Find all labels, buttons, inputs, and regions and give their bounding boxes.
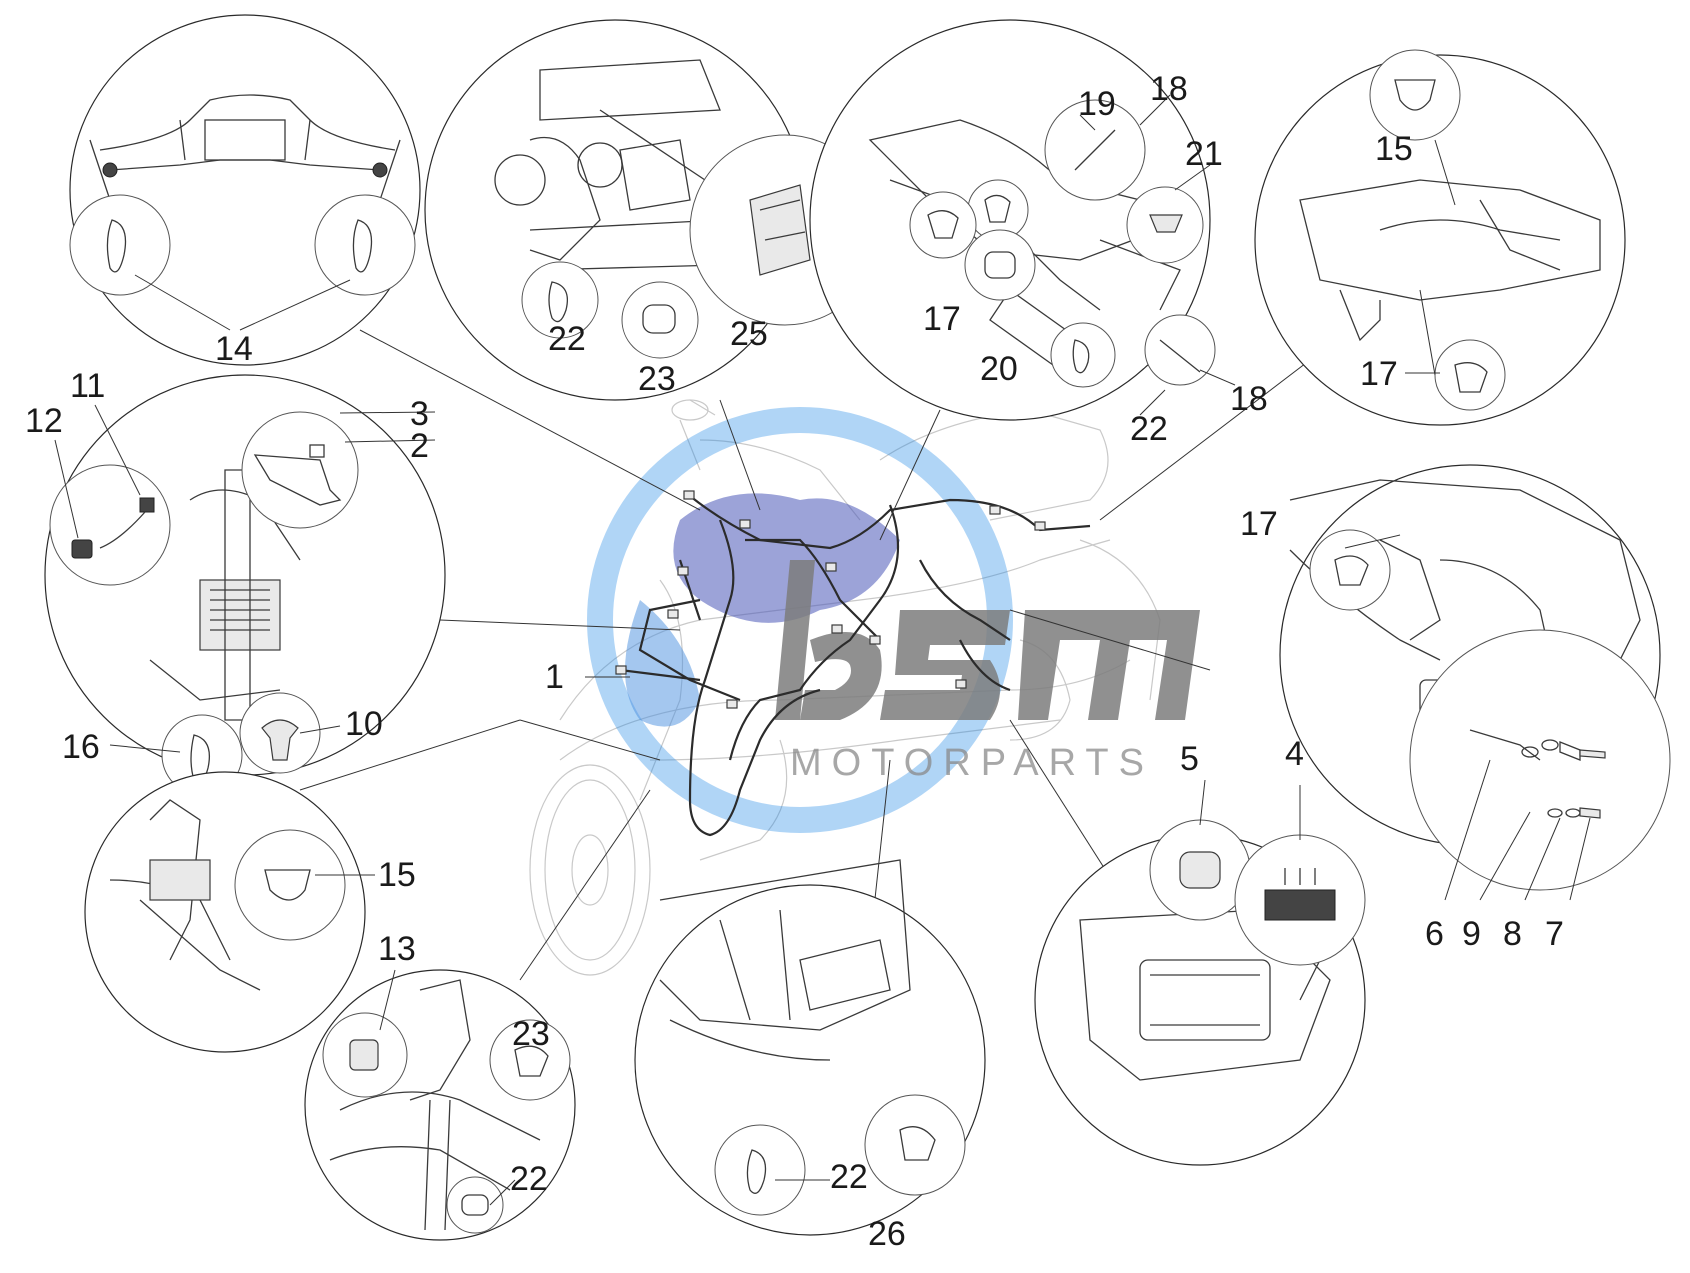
detail-circle-under-seat: 22 26 — [634, 859, 986, 1253]
scooter-outline — [529, 399, 1161, 976]
detail-circle-steering-column: 13 23 22 — [304, 930, 576, 1241]
detail-circle-fuse-box: 5 4 — [1034, 735, 1366, 1166]
callout-18-top: 18 — [1150, 70, 1188, 108]
callout-14: 14 — [215, 330, 253, 368]
callout-22-steering: 22 — [1130, 410, 1168, 448]
callout-24: 23 — [512, 1015, 550, 1053]
callout-6: 6 — [1425, 915, 1444, 953]
detail-circle-regulator: 3 2 11 12 10 16 1 — [25, 367, 630, 796]
callout-15-front: 15 — [378, 856, 416, 894]
callout-7: 7 — [1545, 915, 1564, 953]
callout-17-steering: 17 — [923, 300, 961, 338]
callout-23-front: 23 — [638, 360, 676, 398]
callout-19: 19 — [1078, 85, 1116, 123]
callout-2: 2 — [410, 427, 429, 465]
callout-17-rear-mount: 17 — [1240, 505, 1278, 543]
callout-18-bottom: 18 — [1230, 380, 1268, 418]
callout-8: 8 — [1503, 915, 1522, 953]
callout-5: 5 — [1180, 740, 1199, 778]
callout-25: 25 — [730, 315, 768, 353]
callout-13: 13 — [378, 930, 416, 968]
callout-10: 10 — [345, 705, 383, 743]
callout-11: 11 — [70, 367, 105, 405]
callout-26: 26 — [868, 1215, 906, 1253]
detail-circle-rear-upper: 15 17 — [1254, 49, 1626, 426]
callout-22-seat: 22 — [830, 1158, 868, 1196]
watermark-logo: MOTORPARTS — [587, 407, 1200, 833]
callout-16: 16 — [62, 728, 100, 766]
callout-1: 1 — [545, 658, 564, 696]
connector-lines — [299, 329, 1311, 981]
detail-circle-front-lower: 15 — [84, 771, 416, 1053]
callout-4: 4 — [1285, 735, 1304, 773]
watermark-subtitle: MOTORPARTS — [790, 742, 1154, 784]
detail-circle-steering-area: 19 18 21 17 20 18 22 — [809, 19, 1268, 448]
callout-22-front: 22 — [548, 320, 586, 358]
callout-17-rear-upper: 17 — [1360, 355, 1398, 393]
detail-circle-handlebar: 14 — [69, 14, 421, 368]
watermark-letters — [775, 560, 1200, 720]
watermark-globe — [673, 493, 900, 623]
callout-20: 20 — [980, 350, 1018, 388]
callout-12: 12 — [25, 402, 63, 440]
detail-circle-front-frame: 22 23 25 — [424, 19, 881, 401]
wiring-harness-cable — [615, 490, 1091, 837]
detail-circle-rear-mount: 17 6 9 8 7 — [1240, 464, 1671, 953]
callout-21: 21 — [1185, 135, 1223, 173]
callout-9: 9 — [1462, 915, 1481, 953]
callout-3: 3 — [410, 395, 429, 433]
callout-15-rear: 15 — [1375, 130, 1413, 168]
callout-23-column: 22 — [510, 1160, 548, 1198]
